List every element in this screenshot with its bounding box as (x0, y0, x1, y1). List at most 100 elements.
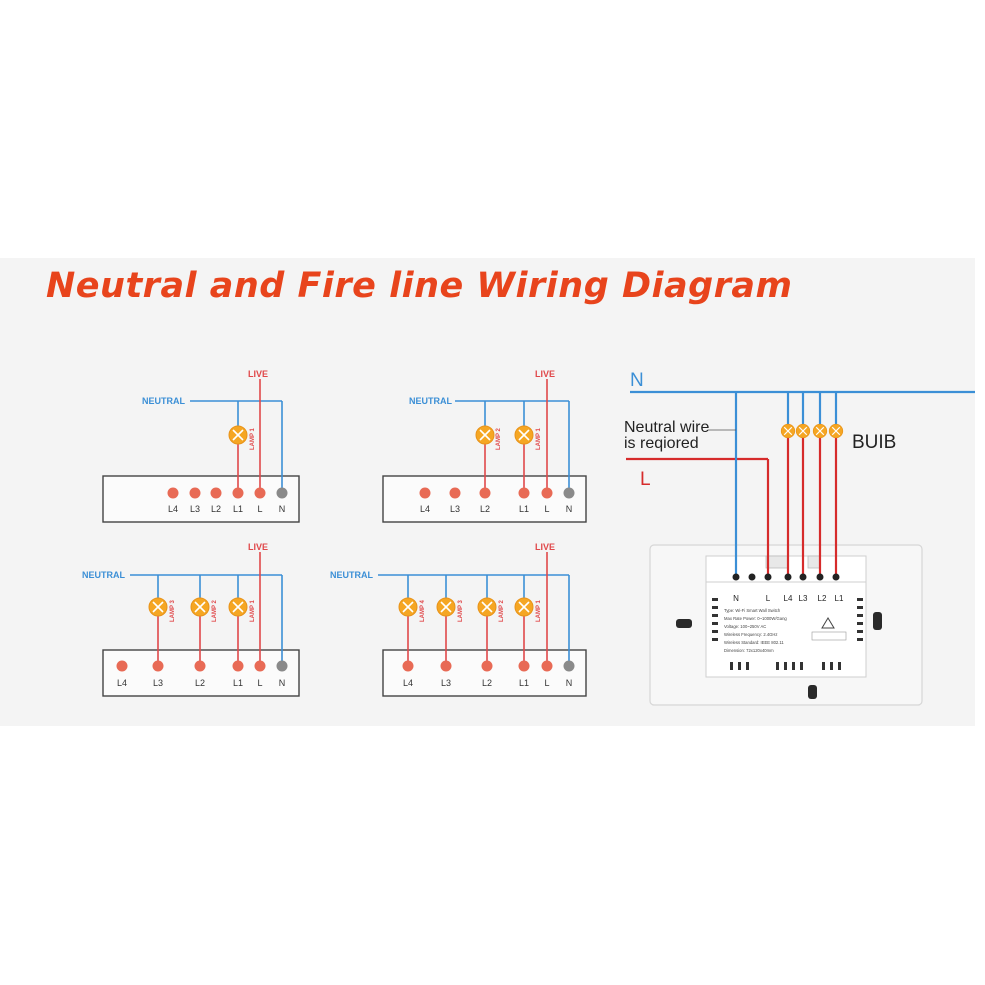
terminal-label: L1 (519, 678, 529, 688)
screw-terminal (816, 573, 824, 581)
lamp-label: LAMP 2 (212, 599, 218, 622)
switch-info-line: Dimension: 72x120x40mm (724, 648, 774, 653)
terminal-label: L1 (519, 504, 529, 514)
switch-info-line: Voltage: 100~250V AC (724, 624, 766, 629)
terminal-label: L2 (480, 504, 490, 514)
terminal-label: L2 (195, 678, 205, 688)
n-label: N (630, 370, 644, 391)
terminal-label: L2 (211, 504, 221, 514)
terminal-label: L3 (441, 678, 451, 688)
switch-terminal-label: L (766, 594, 771, 603)
live-label: LIVE (535, 542, 555, 552)
warning-icon (821, 617, 835, 629)
screw-terminal (832, 573, 840, 581)
terminal-label: L4 (168, 504, 178, 514)
terminal (541, 660, 553, 672)
diagram-3: NEUTRAL LIVE LAMP 3 LAMP 2 LAMP 1 L4 L3 … (82, 542, 300, 697)
bulb-icon (795, 423, 811, 439)
terminal (189, 487, 201, 499)
lamp-icon (477, 597, 497, 617)
diagram-2: NEUTRAL LIVE LAMP 2 LAMP 1 L4 L3 L2 L1 L… (382, 369, 587, 523)
switch-photo-diagram: Type: Wi-Fi Smart Wall Switch Max Rate P… (624, 370, 975, 706)
terminal (419, 487, 431, 499)
live-label: LIVE (248, 369, 268, 379)
screw-terminal (732, 573, 740, 581)
switch-terminal-label: L1 (835, 594, 844, 603)
terminal (276, 487, 288, 499)
bulb-icon (828, 423, 844, 439)
lamp-label: LAMP 1 (536, 599, 542, 622)
lamp-icon (514, 597, 534, 617)
terminal-label: N (279, 504, 286, 514)
lamp-icon (514, 425, 534, 445)
lamp-label: LAMP 2 (499, 599, 505, 622)
bulb-icon (780, 423, 796, 439)
terminal (232, 487, 244, 499)
neutral-label: NEUTRAL (82, 570, 125, 580)
neutral-label: NEUTRAL (142, 396, 185, 406)
terminal (152, 660, 164, 672)
switch-terminal-label: L3 (799, 594, 808, 603)
neutral-note: is reqiored (624, 435, 699, 452)
terminal-label: N (566, 504, 573, 514)
terminal (402, 660, 414, 672)
switch-info-line: Wireless Frequency: 2.4GHz (724, 632, 778, 637)
screw-terminal (799, 573, 807, 581)
terminal-label: L4 (403, 678, 413, 688)
terminal (563, 487, 575, 499)
terminal-label: L4 (420, 504, 430, 514)
diagram-1: NEUTRAL LIVE LAMP 1 L4 L3 L2 L1 L N (102, 369, 300, 523)
live-label: LIVE (535, 369, 555, 379)
switch-box (382, 649, 587, 697)
terminal-label: L3 (153, 678, 163, 688)
terminal-label: N (566, 678, 573, 688)
screw-terminal (764, 573, 772, 581)
switch-box (102, 475, 300, 523)
lamp-label: LAMP 2 (496, 427, 502, 450)
lamp-label: LAMP 1 (250, 427, 256, 450)
neutral-label: NEUTRAL (330, 570, 373, 580)
lamp-label: LAMP 3 (458, 599, 464, 622)
bulb-label: BUIB (852, 432, 896, 453)
terminal (563, 660, 575, 672)
switch-info-line: Max Rate Power: 0~1000W/Gang (724, 616, 787, 621)
terminal (167, 487, 179, 499)
terminal (194, 660, 206, 672)
lamp-icon (475, 425, 495, 445)
switch-terminal-label: N (733, 594, 739, 603)
terminal-label: L4 (117, 678, 127, 688)
terminal (541, 487, 553, 499)
page-title: Neutral and Fire line Wiring Diagram (46, 266, 793, 306)
lamp-label: LAMP 1 (250, 599, 256, 622)
screw-terminal (784, 573, 792, 581)
lamp-label: LAMP 1 (536, 427, 542, 450)
switch-info-line: Wireless Standard: IEEE 802.11 (724, 640, 784, 645)
lamp-icon (398, 597, 418, 617)
switch-terminal-label: L4 (784, 594, 793, 603)
lamp-icon (190, 597, 210, 617)
terminal-label: L1 (233, 678, 243, 688)
terminal-label: L3 (190, 504, 200, 514)
terminal (254, 487, 266, 499)
lamp-label: LAMP 4 (420, 599, 426, 622)
terminal (481, 660, 493, 672)
terminal-label: L3 (450, 504, 460, 514)
diagram-4: NEUTRAL LIVE LAMP 4 LAMP 3 LAMP 2 LAMP 1… (330, 542, 587, 697)
terminal-label: L (544, 678, 549, 688)
terminal-label: L1 (233, 504, 243, 514)
terminal (518, 660, 530, 672)
live-label: LIVE (248, 542, 268, 552)
terminal (276, 660, 288, 672)
l-label: L (640, 469, 651, 490)
terminal (232, 660, 244, 672)
lamp-icon (228, 425, 248, 445)
terminal (254, 660, 266, 672)
bulb-icon (812, 423, 828, 439)
terminal-label: L2 (482, 678, 492, 688)
lamp-icon (148, 597, 168, 617)
terminal (449, 487, 461, 499)
mount-slot (676, 619, 692, 628)
mount-slot (873, 612, 882, 630)
lamp-label: LAMP 3 (170, 599, 176, 622)
